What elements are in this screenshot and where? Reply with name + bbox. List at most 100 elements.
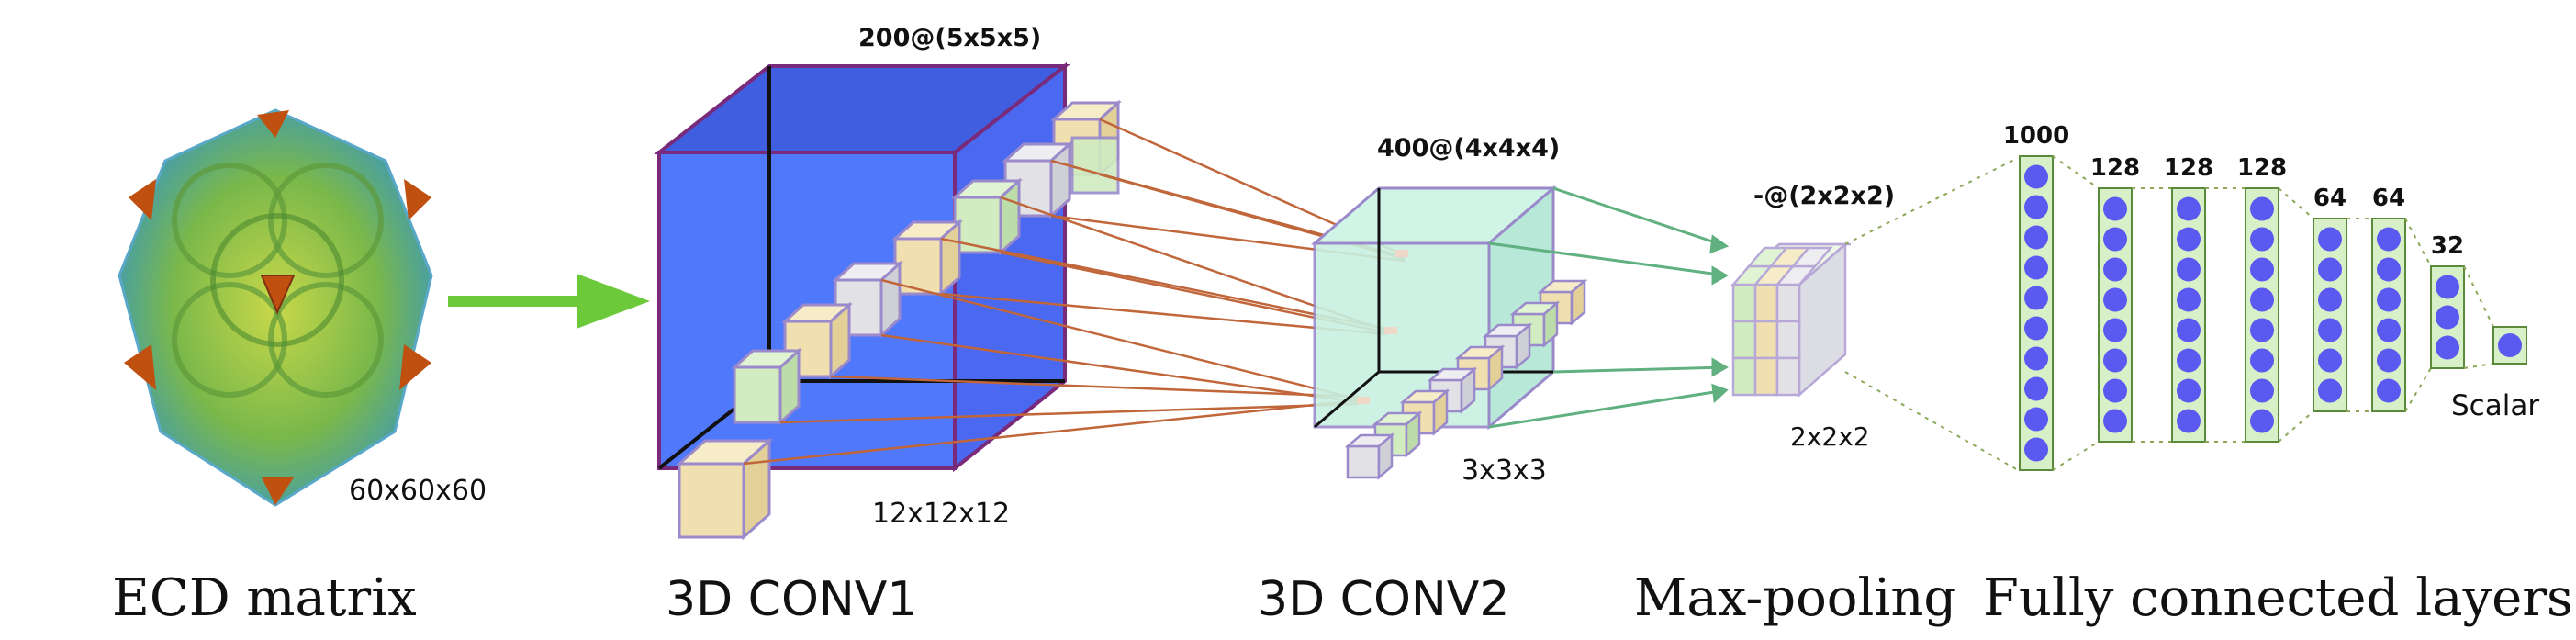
neuron <box>2103 378 2127 403</box>
neuron <box>2250 378 2274 403</box>
fc-connector <box>2463 363 2494 369</box>
conv1-size-label: 12x12x12 <box>872 498 1010 530</box>
neuron <box>2103 257 2127 282</box>
neuron <box>2318 318 2342 342</box>
fc-layer-size-label: 32 <box>2431 232 2464 260</box>
fc-connector <box>2052 441 2100 471</box>
fc-layers: 1000 128 128 128 64 64 32 <box>2003 122 2527 471</box>
conv1-volume <box>654 62 1070 473</box>
neuron <box>2498 333 2522 357</box>
output-scalar-label: Scalar <box>2451 389 2539 422</box>
neuron <box>2103 348 2127 373</box>
neuron <box>2024 376 2048 401</box>
fc-layer: 128 <box>2090 154 2140 443</box>
neuron <box>2377 287 2401 312</box>
neuron <box>2436 305 2459 330</box>
kernel-cube <box>1070 136 1120 195</box>
fc-connector <box>2278 410 2314 443</box>
caption-fc: Fully connected layers <box>1983 568 2573 628</box>
neuron <box>2318 227 2342 252</box>
output-neuron <box>2492 326 2527 365</box>
fc-layer-size-label: 64 <box>2372 185 2405 212</box>
kernel-cube <box>951 177 1023 256</box>
fc-layer: 64 <box>2371 185 2406 412</box>
neuron <box>2103 196 2127 221</box>
fc-layer: 128 <box>2237 154 2287 443</box>
neuron <box>2250 257 2274 282</box>
neuron <box>2024 286 2048 310</box>
fc-connector <box>2052 155 2100 189</box>
neuron <box>2318 378 2342 403</box>
neuron <box>2177 257 2201 282</box>
fc-layer: 64 <box>2313 185 2347 412</box>
conv1-filter-label: 200@(5x5x5) <box>858 24 1041 52</box>
neuron <box>2177 378 2201 403</box>
neuron <box>2250 348 2274 373</box>
fc-layer-size-label: 1000 <box>2003 122 2069 150</box>
neuron <box>2024 164 2048 189</box>
conv1-kernel-cubes <box>676 99 1122 541</box>
neuron <box>2377 318 2401 342</box>
fc-layer-size-label: 64 <box>2313 185 2346 212</box>
kernel-cube <box>676 437 773 541</box>
fc-layer-box <box>2098 187 2133 443</box>
pool-filter-label: -@(2x2x2) <box>1753 182 1895 210</box>
fc-layer-size-label: 128 <box>2090 154 2140 182</box>
caption-conv2: 3D CONV2 <box>1258 572 1509 627</box>
neuron <box>2250 409 2274 433</box>
conv2-filter-label: 400@(4x4x4) <box>1377 134 1560 163</box>
caption-input: ECD matrix <box>112 568 417 628</box>
neuron <box>2318 348 2342 373</box>
neuron <box>2103 227 2127 252</box>
neuron <box>2024 346 2048 371</box>
neuron <box>2103 318 2127 342</box>
neuron <box>2377 257 2401 282</box>
neuron <box>2024 255 2048 280</box>
neuron <box>2024 316 2048 341</box>
kernel-cube <box>731 347 802 426</box>
fc-connector <box>2404 218 2432 267</box>
input-arrow <box>448 274 650 329</box>
fc-connector <box>2278 187 2314 219</box>
caption-conv1: 3D CONV1 <box>666 572 917 627</box>
neuron <box>2103 287 2127 312</box>
caption-pooling: Max-pooling <box>1634 568 1956 628</box>
ecd-matrix-structure <box>118 108 433 507</box>
pooling-block <box>1730 241 1851 398</box>
pool-to-fc-connectors <box>1844 157 2019 471</box>
neuron <box>2024 225 2048 250</box>
fc-connector <box>2463 265 2494 328</box>
neuron <box>2250 318 2274 342</box>
neuron <box>2177 227 2201 252</box>
fc-layer-size-label: 128 <box>2237 154 2287 182</box>
neuron <box>2377 348 2401 373</box>
fc-layer: 128 <box>2164 154 2213 443</box>
fc-layer-box <box>2171 187 2206 443</box>
neuron <box>2436 335 2459 360</box>
neuron <box>2377 378 2401 403</box>
neuron <box>2177 196 2201 221</box>
neuron <box>2177 318 2201 342</box>
kernel-cube <box>1344 432 1395 480</box>
input-size-label: 60x60x60 <box>349 475 487 507</box>
conv2-to-pool-arrows <box>1488 186 1730 429</box>
neuron <box>2250 227 2274 252</box>
neuron <box>2318 257 2342 282</box>
neuron <box>2024 195 2048 219</box>
neuron <box>2318 287 2342 312</box>
conv2-kernel-cubes <box>1344 278 1588 480</box>
fc-layer-box <box>2245 187 2279 443</box>
neuron <box>2177 409 2201 433</box>
fc-layer-size-label: 128 <box>2164 154 2213 182</box>
neuron <box>2024 437 2048 462</box>
kernel-cube <box>891 219 963 298</box>
neuron <box>2103 409 2127 433</box>
fc-layer: 1000 <box>2003 122 2069 471</box>
fc-connector <box>2404 367 2432 412</box>
conv2-size-label: 3x3x3 <box>1462 455 1547 487</box>
neuron <box>2177 348 2201 373</box>
neuron <box>2177 287 2201 312</box>
neuron <box>2377 227 2401 252</box>
neuron <box>2250 196 2274 221</box>
